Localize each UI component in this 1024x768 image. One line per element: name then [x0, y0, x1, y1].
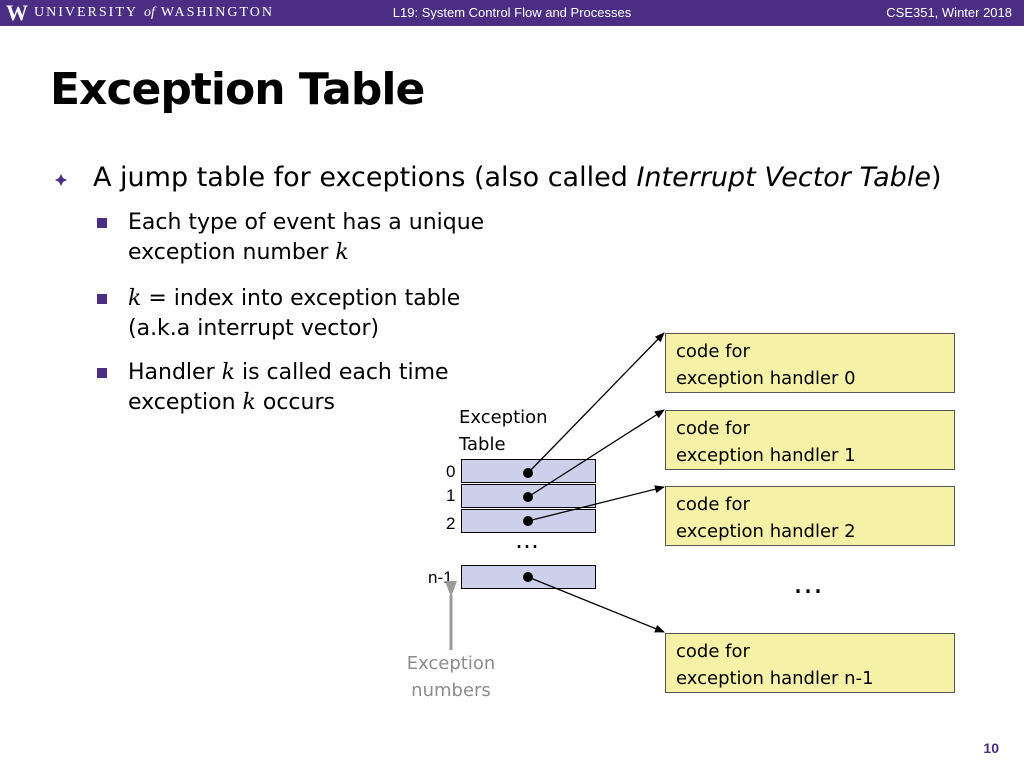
handler-box-1: code for exception handler 1: [665, 410, 955, 470]
handler-box-0: code for exception handler 0: [665, 333, 955, 393]
sub-bullet-1-line2: exception number: [128, 240, 336, 265]
uw-logo-washington: WASHINGTON: [160, 5, 274, 20]
index-label-1: 1: [446, 486, 456, 505]
exception-table-label-line1: Exception: [459, 407, 548, 428]
handler-ellipsis: …: [793, 566, 823, 601]
handler-box-line2: exception handler 1: [676, 445, 856, 466]
arrow-to-handler-n-1: [527, 576, 665, 633]
page-number: 10: [983, 740, 999, 756]
handler-box-line2: exception handler 0: [676, 368, 856, 389]
handler-box-line1: code for: [676, 418, 750, 439]
handler-box-line1: code for: [676, 641, 750, 662]
sub-bullet-1: Each type of event has a unique exceptio…: [97, 208, 497, 268]
arrow-to-handler-2: [527, 485, 665, 522]
variable-k: k: [335, 240, 349, 265]
exception-numbers-label: Exception numbers: [396, 650, 506, 704]
handler-box-line1: code for: [676, 494, 750, 515]
sub-bullet-2-line2: (a.k.a interrupt vector): [128, 316, 380, 341]
handler-box-line2: exception handler n-1: [676, 668, 874, 689]
sub-bullet-3-line2-pre: exception: [128, 390, 243, 415]
square-bullet-icon: [97, 218, 107, 228]
sub-bullet-2-line1: = index into exception table: [141, 286, 461, 311]
sub-bullet-1-line1: Each type of event has a unique: [128, 210, 485, 235]
exception-numbers-line2: numbers: [411, 680, 491, 701]
lecture-title: L19: System Control Flow and Processes: [392, 5, 632, 20]
variable-k: k: [128, 286, 142, 311]
course-term: CSE351, Winter 2018: [886, 5, 1012, 20]
handler-box-line2: exception handler 2: [676, 521, 856, 542]
index-label-0: 0: [446, 462, 456, 481]
uw-logo-university: UNIVERSITY: [34, 5, 138, 20]
sub-bullet-2-text: k = index into exception table (a.k.a in…: [128, 284, 497, 344]
index-label-2: 2: [446, 514, 456, 533]
main-bullet-pre: A jump table for exceptions (also called: [93, 162, 637, 193]
sub-bullet-1-text: Each type of event has a unique exceptio…: [128, 208, 497, 268]
arrow-to-handler-1: [527, 409, 665, 498]
main-bullet: A jump table for exceptions (also called…: [55, 160, 1015, 196]
uw-logo-of: of: [144, 5, 155, 20]
diamond-bullet-icon: [55, 174, 67, 186]
slide-title: Exception Table: [50, 64, 425, 115]
sub-bullet-3-post: is called each time: [234, 360, 449, 385]
uw-w-mark: W: [6, 0, 28, 25]
handler-box-2: code for exception handler 2: [665, 486, 955, 546]
handler-box-n-1: code for exception handler n-1: [665, 633, 955, 693]
exception-table-label: Exception Table: [459, 404, 548, 458]
variable-k: k: [221, 360, 235, 385]
square-bullet-icon: [97, 294, 107, 304]
sub-bullet-2: k = index into exception table (a.k.a in…: [97, 284, 497, 344]
main-bullet-post: ): [930, 162, 942, 193]
exception-numbers-line1: Exception: [406, 653, 496, 674]
sub-bullet-3: Handler k is called each time exception …: [97, 358, 497, 418]
sub-bullet-3-line2-post: occurs: [255, 390, 335, 415]
uw-logo: W UNIVERSITY of WASHINGTON: [6, 0, 274, 26]
square-bullet-icon: [97, 368, 107, 378]
handler-box-line1: code for: [676, 341, 750, 362]
slide-header: W UNIVERSITY of WASHINGTON L19: System C…: [0, 0, 1024, 26]
arrow-to-handler-0: [527, 332, 665, 474]
sub-bullet-3-text: Handler k is called each time exception …: [128, 358, 497, 418]
sub-bullet-3-pre: Handler: [128, 360, 222, 385]
variable-k: k: [242, 390, 256, 415]
main-bullet-text: A jump table for exceptions (also called…: [93, 160, 941, 196]
table-ellipsis: …: [515, 526, 539, 554]
exception-table-label-line2: Table: [459, 434, 506, 455]
main-bullet-em: Interrupt Vector Table: [636, 162, 931, 193]
